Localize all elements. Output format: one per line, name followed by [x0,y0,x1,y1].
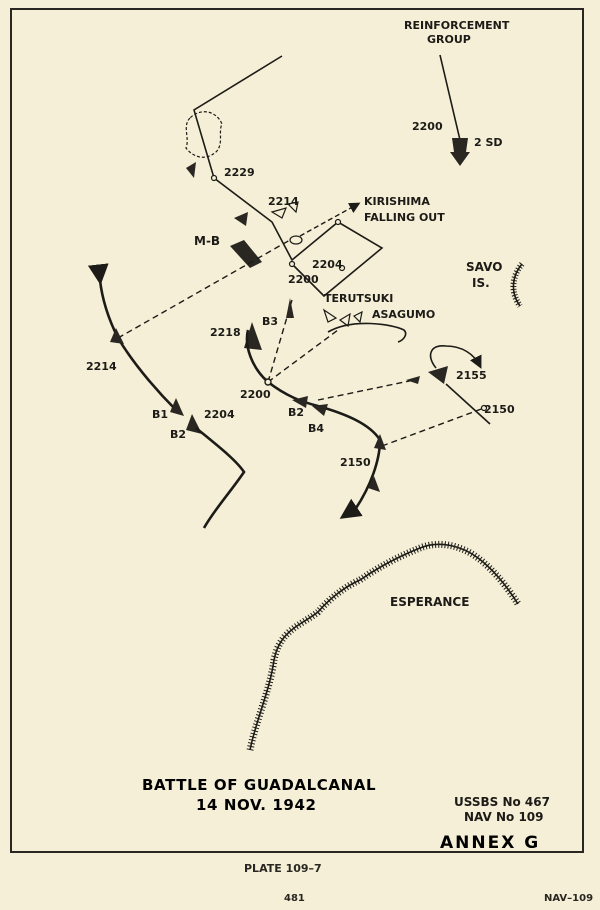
label-time-2218: 2218 [210,326,241,339]
label-time-2200-mid: 2200 [288,273,319,286]
label-terutsuki: TERUTSUKI [324,292,393,305]
label-falling-out: FALLING OUT [364,211,445,224]
label-b4: B4 [308,422,324,435]
guadalcanal-coast-hatch [246,540,521,751]
track-point [480,404,488,412]
us-track-end-arrow [368,476,380,492]
label-b3: B3 [262,315,278,328]
east-track-south [445,383,491,425]
track-point [338,264,346,272]
reinforcement-track [439,54,461,141]
label-esperance: ESPERANCE [390,595,469,609]
small-ship-icon [186,162,196,178]
kirishima-out-arrow [299,202,361,237]
track-point [334,218,342,226]
label-time-2150-low: 2150 [340,456,371,469]
savo-coast-hatch [510,262,525,308]
us-track-lower [195,426,246,529]
ship-2155-icon [428,366,448,384]
reinforcement-ship-icon [450,138,470,166]
track-point [264,378,272,386]
small-ship-2155 [406,376,420,384]
page-number: 481 [284,893,305,904]
terutsuki-ship-icon [322,308,338,323]
label-time-2155: 2155 [456,369,487,382]
label-asagumo: ASAGUMO [372,308,435,321]
label-savo: SAVO [466,260,502,274]
ship-icon-2214-top [234,212,248,226]
japanese-track-north [193,55,384,298]
track-point [210,174,218,182]
map-title-line1: BATTLE OF GUADALCANAL [142,776,376,794]
ref-line2: NAV No 109 [464,810,544,824]
flag-icon [270,201,299,219]
b4-ship-icon [312,404,328,416]
label-time-2204-top: 2204 [312,258,343,271]
nav-code: NAV–109 [544,893,594,904]
label-time-2200-top: 2200 [412,120,443,133]
label-mb: M-B [194,234,220,248]
label-time-2214-left: 2214 [86,360,117,373]
terutsuki-track [327,322,407,343]
b2-mid-ship-icon [292,396,308,408]
label-time-2200-low: 2200 [240,388,271,401]
us-ship-2214 [110,328,124,344]
label-time-2204-left: 2204 [204,408,235,421]
b1-ship-icon [170,398,184,416]
annex-label: ANNEX G [440,833,540,853]
b3-ship-icon [286,298,294,318]
smoke-cloud [185,111,223,158]
label-time-2150-right: 2150 [484,403,515,416]
guadalcanal-coast [249,543,519,751]
label-kirishima: KIRISHIMA [364,195,430,208]
label-time-2229: 2229 [224,166,255,179]
ship-2150-low-icon [374,434,386,450]
label-reinforcement: REINFORCEMENT [404,19,510,32]
label-2sd: 2 SD [474,136,503,149]
east-track [429,345,482,369]
label-group: GROUP [427,33,471,46]
map-title-line2: 14 NOV. 1942 [196,796,317,814]
asagumo-ship-icon [338,310,363,328]
label-b1: B1 [152,408,168,421]
map-frame [10,8,584,853]
ref-line1: USSBS No 467 [454,795,550,809]
mb-ship-icon [230,240,262,268]
us-track-main [87,263,177,411]
label-b2-left: B2 [170,428,186,441]
label-savo-is: IS. [472,276,490,290]
plate-label: PLATE 109–7 [244,862,322,875]
us-track-end [339,498,363,519]
label-time-2214-top: 2214 [268,195,299,208]
track-point [288,260,296,268]
label-b2-mid: B2 [288,406,304,419]
ship-2218-icon [244,322,262,350]
kirishima-icon [289,235,303,245]
